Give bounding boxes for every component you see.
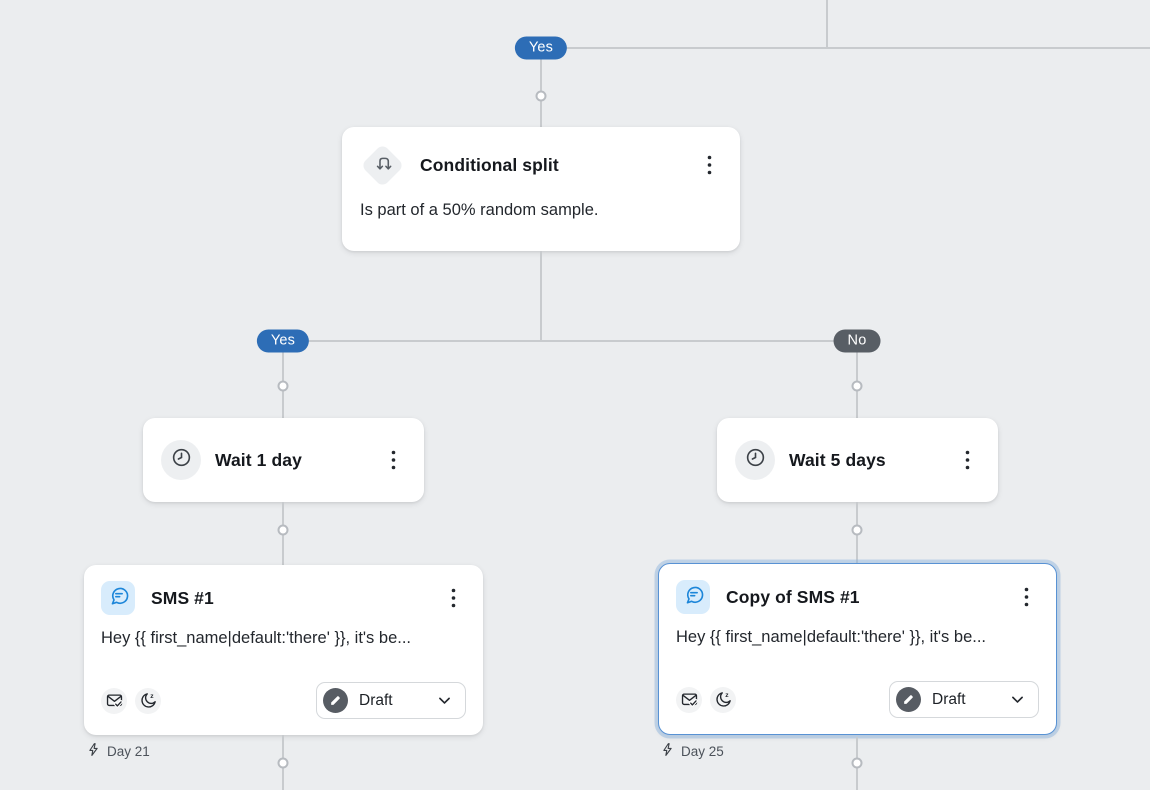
node-conditional-split[interactable]: Conditional split Is part of a 50% rando… — [342, 127, 740, 251]
connector-line — [541, 47, 1150, 49]
moon-z-icon: z — [135, 687, 161, 714]
connector-port — [851, 757, 863, 769]
node-title: Copy of SMS #1 — [726, 586, 860, 607]
status-dropdown[interactable]: Draft — [316, 682, 466, 719]
status-label: Draft — [359, 691, 393, 709]
node-description: Is part of a 50% random sample. — [360, 201, 599, 219]
svg-text:z: z — [725, 692, 729, 699]
node-wait-yes[interactable]: Wait 1 day — [143, 418, 424, 502]
wait-icon-badge — [735, 440, 775, 480]
node-title: Conditional split — [420, 154, 559, 175]
connector-port — [535, 90, 546, 102]
sms-icon-badge — [676, 580, 710, 614]
day-marker-label: Day 25 — [681, 743, 724, 759]
chat-bubble-icon — [107, 584, 130, 612]
connector-port — [277, 757, 289, 769]
pencil-icon — [323, 688, 348, 713]
clock-icon — [170, 446, 193, 474]
sms-preview-text: Hey {{ first_name|default:'there' }}, it… — [676, 628, 986, 646]
chat-bubble-icon — [682, 583, 705, 611]
lightning-icon — [86, 742, 101, 760]
split-arrows-icon — [365, 148, 398, 181]
clock-icon — [744, 446, 767, 474]
status-dropdown[interactable]: Draft — [889, 681, 1039, 718]
sms-preview-text: Hey {{ first_name|default:'there' }}, it… — [101, 629, 411, 647]
branch-label-yes: Yes — [256, 329, 310, 353]
sms-icon-badge — [101, 581, 135, 615]
connector-line — [539, 48, 542, 127]
node-title: Wait 1 day — [215, 449, 302, 470]
chevron-down-icon — [436, 692, 453, 709]
kebab-menu-icon[interactable] — [1013, 582, 1039, 612]
status-label: Draft — [932, 690, 966, 708]
conditional-split-icon-badge — [360, 143, 404, 187]
day-marker-yes: Day 21 — [86, 742, 150, 760]
wait-icon-badge — [161, 440, 201, 480]
kebab-menu-icon[interactable] — [954, 445, 980, 475]
node-title: Wait 5 days — [789, 449, 886, 470]
connector-line — [283, 340, 857, 342]
node-wait-no[interactable]: Wait 5 days — [717, 418, 998, 502]
moon-z-icon: z — [710, 686, 736, 713]
pencil-icon — [896, 687, 921, 712]
connector-line — [539, 251, 542, 341]
kebab-menu-icon[interactable] — [696, 150, 722, 180]
connector-port — [277, 380, 289, 392]
lightning-icon — [660, 742, 675, 760]
connector-port — [277, 524, 289, 536]
connector-line — [856, 341, 858, 418]
connector-port — [851, 380, 863, 392]
day-marker-label: Day 21 — [107, 743, 150, 759]
node-sms-no[interactable]: Copy of SMS #1 Hey {{ first_name|default… — [658, 563, 1057, 735]
envelope-check-icon — [676, 686, 702, 713]
node-sms-yes[interactable]: SMS #1 Hey {{ first_name|default:'there'… — [84, 565, 483, 735]
branch-label-yes-top: Yes — [514, 36, 568, 60]
connector-line — [826, 0, 828, 48]
connector-port — [851, 524, 863, 536]
chevron-down-icon — [1009, 691, 1026, 708]
svg-text:z: z — [150, 693, 154, 700]
node-title: SMS #1 — [151, 587, 214, 608]
connector-line — [282, 341, 284, 418]
kebab-menu-icon[interactable] — [440, 583, 466, 613]
envelope-check-icon — [101, 687, 127, 714]
day-marker-no: Day 25 — [660, 742, 724, 760]
kebab-menu-icon[interactable] — [380, 445, 406, 475]
branch-label-no: No — [833, 329, 881, 353]
